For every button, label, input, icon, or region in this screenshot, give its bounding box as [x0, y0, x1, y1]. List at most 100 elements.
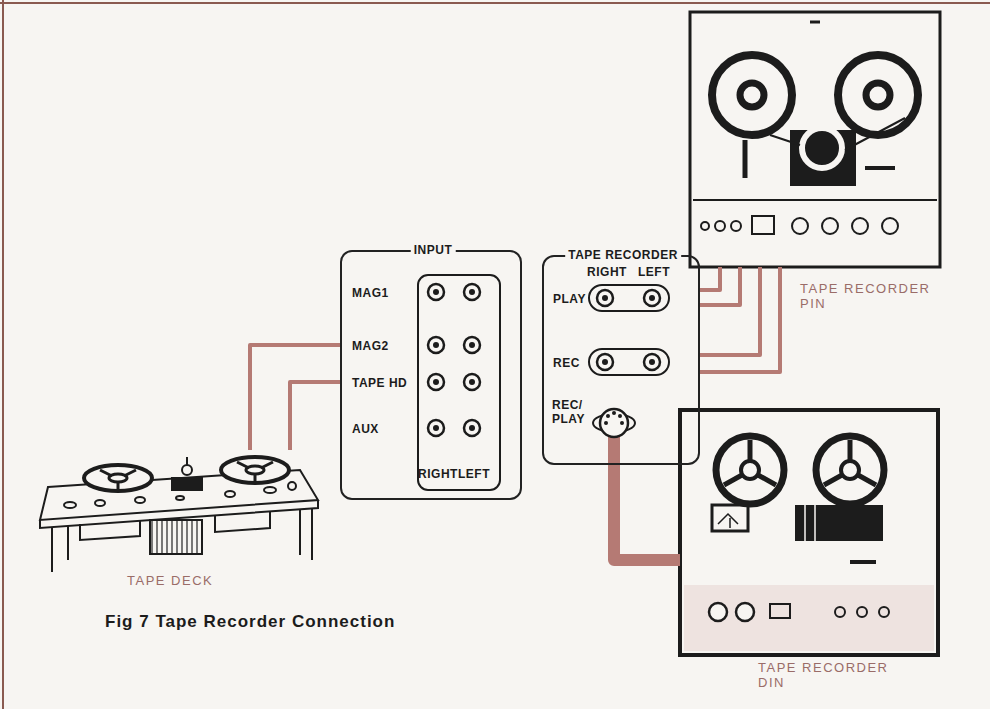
- input-label: TAPE HD: [352, 377, 407, 391]
- drawing-stroke: [600, 409, 628, 437]
- drawing-stroke: [469, 379, 475, 385]
- drawing-stroke: [52, 509, 312, 572]
- input-panel: INPUTMAG1MAG2TAPE HDAUXRIGHTLEFT: [340, 250, 522, 500]
- drawing-stroke: [770, 604, 790, 618]
- drawing-stroke: [597, 290, 660, 370]
- drawing-stroke: [172, 478, 202, 490]
- drawing-stroke: [792, 218, 808, 234]
- drawing-stroke: [428, 284, 480, 436]
- drawing-stroke: [84, 465, 152, 491]
- drawing-stroke: [879, 607, 889, 617]
- drawing-stroke: [2, 0, 4, 709]
- figure-caption: Fig 7 Tape Recorder Connection: [105, 612, 395, 632]
- drawing-stroke: [752, 216, 774, 234]
- drawing-stroke: [428, 420, 444, 436]
- drawing-stroke: [602, 359, 608, 365]
- drawing-stroke: [790, 130, 856, 186]
- pin-recorder: TAPE RECORDER PIN: [690, 12, 940, 267]
- drawing-stroke: [464, 374, 480, 390]
- audio-wire: [700, 267, 780, 372]
- drawing-stroke: [857, 607, 867, 617]
- recorder-jacks: [589, 285, 669, 375]
- drawing-stroke: [464, 284, 480, 300]
- audio-wire: [290, 382, 340, 450]
- input-label: MAG1: [352, 287, 389, 301]
- drawing-stroke: [469, 342, 475, 348]
- drawing-stroke: [805, 505, 815, 541]
- drawing-stroke: [731, 221, 741, 231]
- tape-recorder-panel: TAPE RECORDERRIGHTLEFTPLAYRECREC/ PLAY: [542, 255, 700, 465]
- drawing-stroke: [715, 221, 725, 231]
- drawing-stroke: [693, 199, 937, 201]
- channel-label: RIGHT: [587, 266, 627, 280]
- drawing-stroke: [709, 603, 727, 621]
- din-recorder: TAPE RECORDER DIN: [680, 410, 938, 655]
- drawing-stroke: [176, 496, 184, 500]
- drawing-stroke: [741, 461, 759, 479]
- drawing-stroke: [612, 411, 616, 415]
- device-label: TAPE RECORDER PIN: [800, 282, 935, 312]
- drawing-stroke: [680, 410, 938, 655]
- drawing-stroke: [464, 420, 480, 436]
- audio-wire: [700, 267, 720, 290]
- drawing-stroke: [736, 603, 754, 621]
- drawing-stroke: [810, 21, 820, 24]
- drawing-stroke: [835, 607, 845, 617]
- drawing-stroke: [743, 140, 748, 178]
- drawing-stroke: [225, 491, 235, 497]
- drawing-stroke: [221, 457, 289, 483]
- drawing-stroke: [237, 462, 273, 483]
- drawing-stroke: [428, 374, 444, 390]
- drawing-stroke: [150, 520, 202, 554]
- drawing-stroke: [690, 12, 940, 267]
- audio-wire: [250, 345, 340, 450]
- drawing-stroke: [712, 505, 748, 531]
- drawing-stroke: [186, 457, 188, 465]
- drawing-stroke: [824, 440, 876, 485]
- drawing-stroke: [822, 218, 838, 234]
- audio-wire: [700, 267, 740, 305]
- drawing-stroke: [852, 218, 868, 234]
- din-socket: [593, 409, 635, 465]
- drawing-stroke: [418, 275, 500, 490]
- drawing-stroke: [649, 295, 655, 301]
- din-tape-recorder: [680, 410, 938, 655]
- drawing-stroke: [428, 284, 444, 300]
- drawing-stroke: [602, 295, 655, 365]
- drawing-stroke: [288, 482, 296, 490]
- device-label: TAPE DECK: [127, 574, 213, 589]
- drawing-stroke: [724, 440, 776, 485]
- drawing-stroke: [866, 83, 890, 107]
- drawing-stroke: [644, 290, 660, 306]
- drawing-stroke: [469, 289, 475, 295]
- drawing-stroke: [433, 379, 439, 385]
- drawing-stroke: [597, 290, 613, 306]
- channel-label: RIGHT: [418, 468, 458, 482]
- drawing-stroke: [802, 128, 842, 168]
- device-label: TAPE RECORDER DIN: [758, 661, 893, 691]
- drawing-stroke: [770, 118, 905, 150]
- channel-label: LEFT: [458, 468, 490, 482]
- drawing-stroke: [604, 421, 608, 425]
- drawing-stroke: [649, 359, 655, 365]
- input-label: MAG2: [352, 340, 389, 354]
- input-jacks: [418, 275, 500, 490]
- drawing-stroke: [604, 411, 624, 425]
- drawing-stroke: [608, 436, 620, 465]
- drawing-stroke: [618, 414, 622, 418]
- jack-label: REC/ PLAY: [552, 399, 592, 427]
- panel-title: TAPE RECORDER: [565, 249, 681, 263]
- drawing-stroke: [64, 502, 76, 508]
- drawing-stroke: [95, 500, 105, 506]
- drawing-stroke: [464, 337, 480, 353]
- drawing-stroke: [718, 514, 738, 528]
- drawing-stroke: [264, 487, 276, 493]
- drawing-stroke: [850, 560, 876, 564]
- drawing-stroke: [644, 354, 660, 370]
- drawing-stroke: [589, 285, 669, 311]
- tape-deck: TAPE DECK: [35, 450, 320, 565]
- drawing-stroke: [135, 497, 145, 503]
- drawing-stroke: [433, 289, 439, 295]
